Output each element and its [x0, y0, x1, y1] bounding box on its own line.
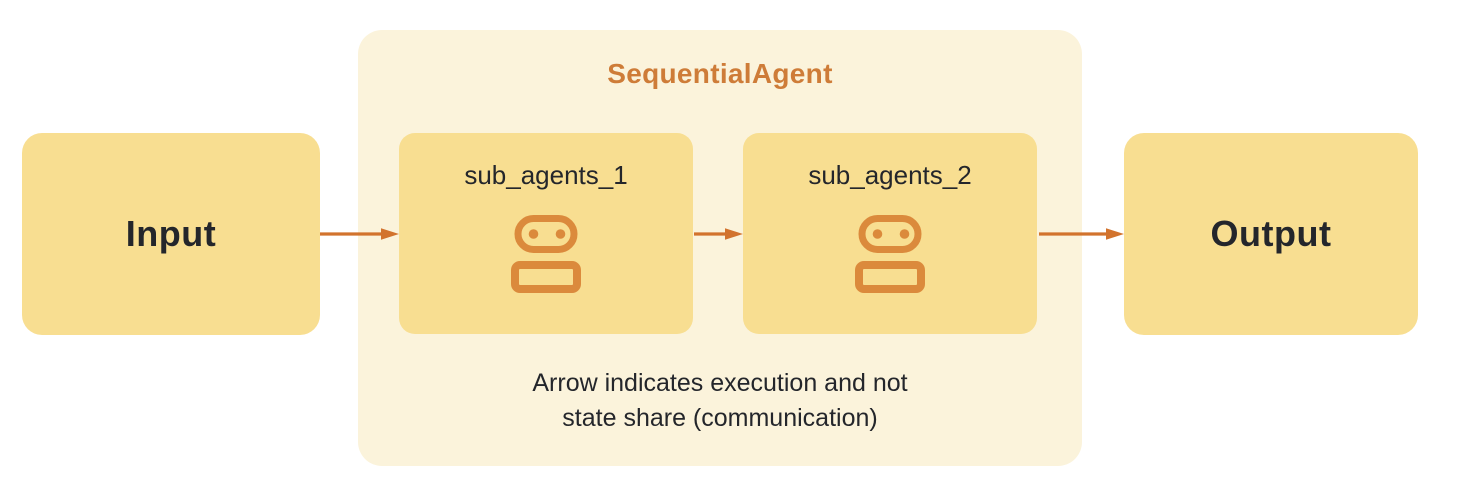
sub-agent-2-node: sub_agents_2 — [743, 133, 1037, 334]
sub-agent-1-label: sub_agents_1 — [464, 160, 628, 190]
input-label: Input — [125, 213, 217, 254]
arrow-input-to-sub-agent-1 — [320, 228, 399, 240]
sequential-agent-container: SequentialAgent sub_agents_1 sub_agents_… — [358, 30, 1082, 466]
sequential-agent-title: SequentialAgent — [607, 58, 833, 89]
input-node: Input — [22, 133, 320, 335]
arrow-sub-agent-2-to-output — [1039, 228, 1124, 240]
caption-line-2: state share (communication) — [562, 404, 878, 432]
arrow-sub-agent-1-to-sub-agent-2 — [694, 228, 743, 240]
caption: Arrow indicates execution and not state … — [358, 366, 1082, 436]
robot-icon — [855, 215, 925, 293]
output-label: Output — [1210, 213, 1332, 254]
robot-icon — [511, 215, 581, 293]
output-node: Output — [1124, 133, 1418, 335]
sub-agent-1-node: sub_agents_1 — [399, 133, 693, 334]
caption-line-1: Arrow indicates execution and not — [532, 369, 908, 397]
sub-agent-2-label: sub_agents_2 — [808, 160, 972, 190]
